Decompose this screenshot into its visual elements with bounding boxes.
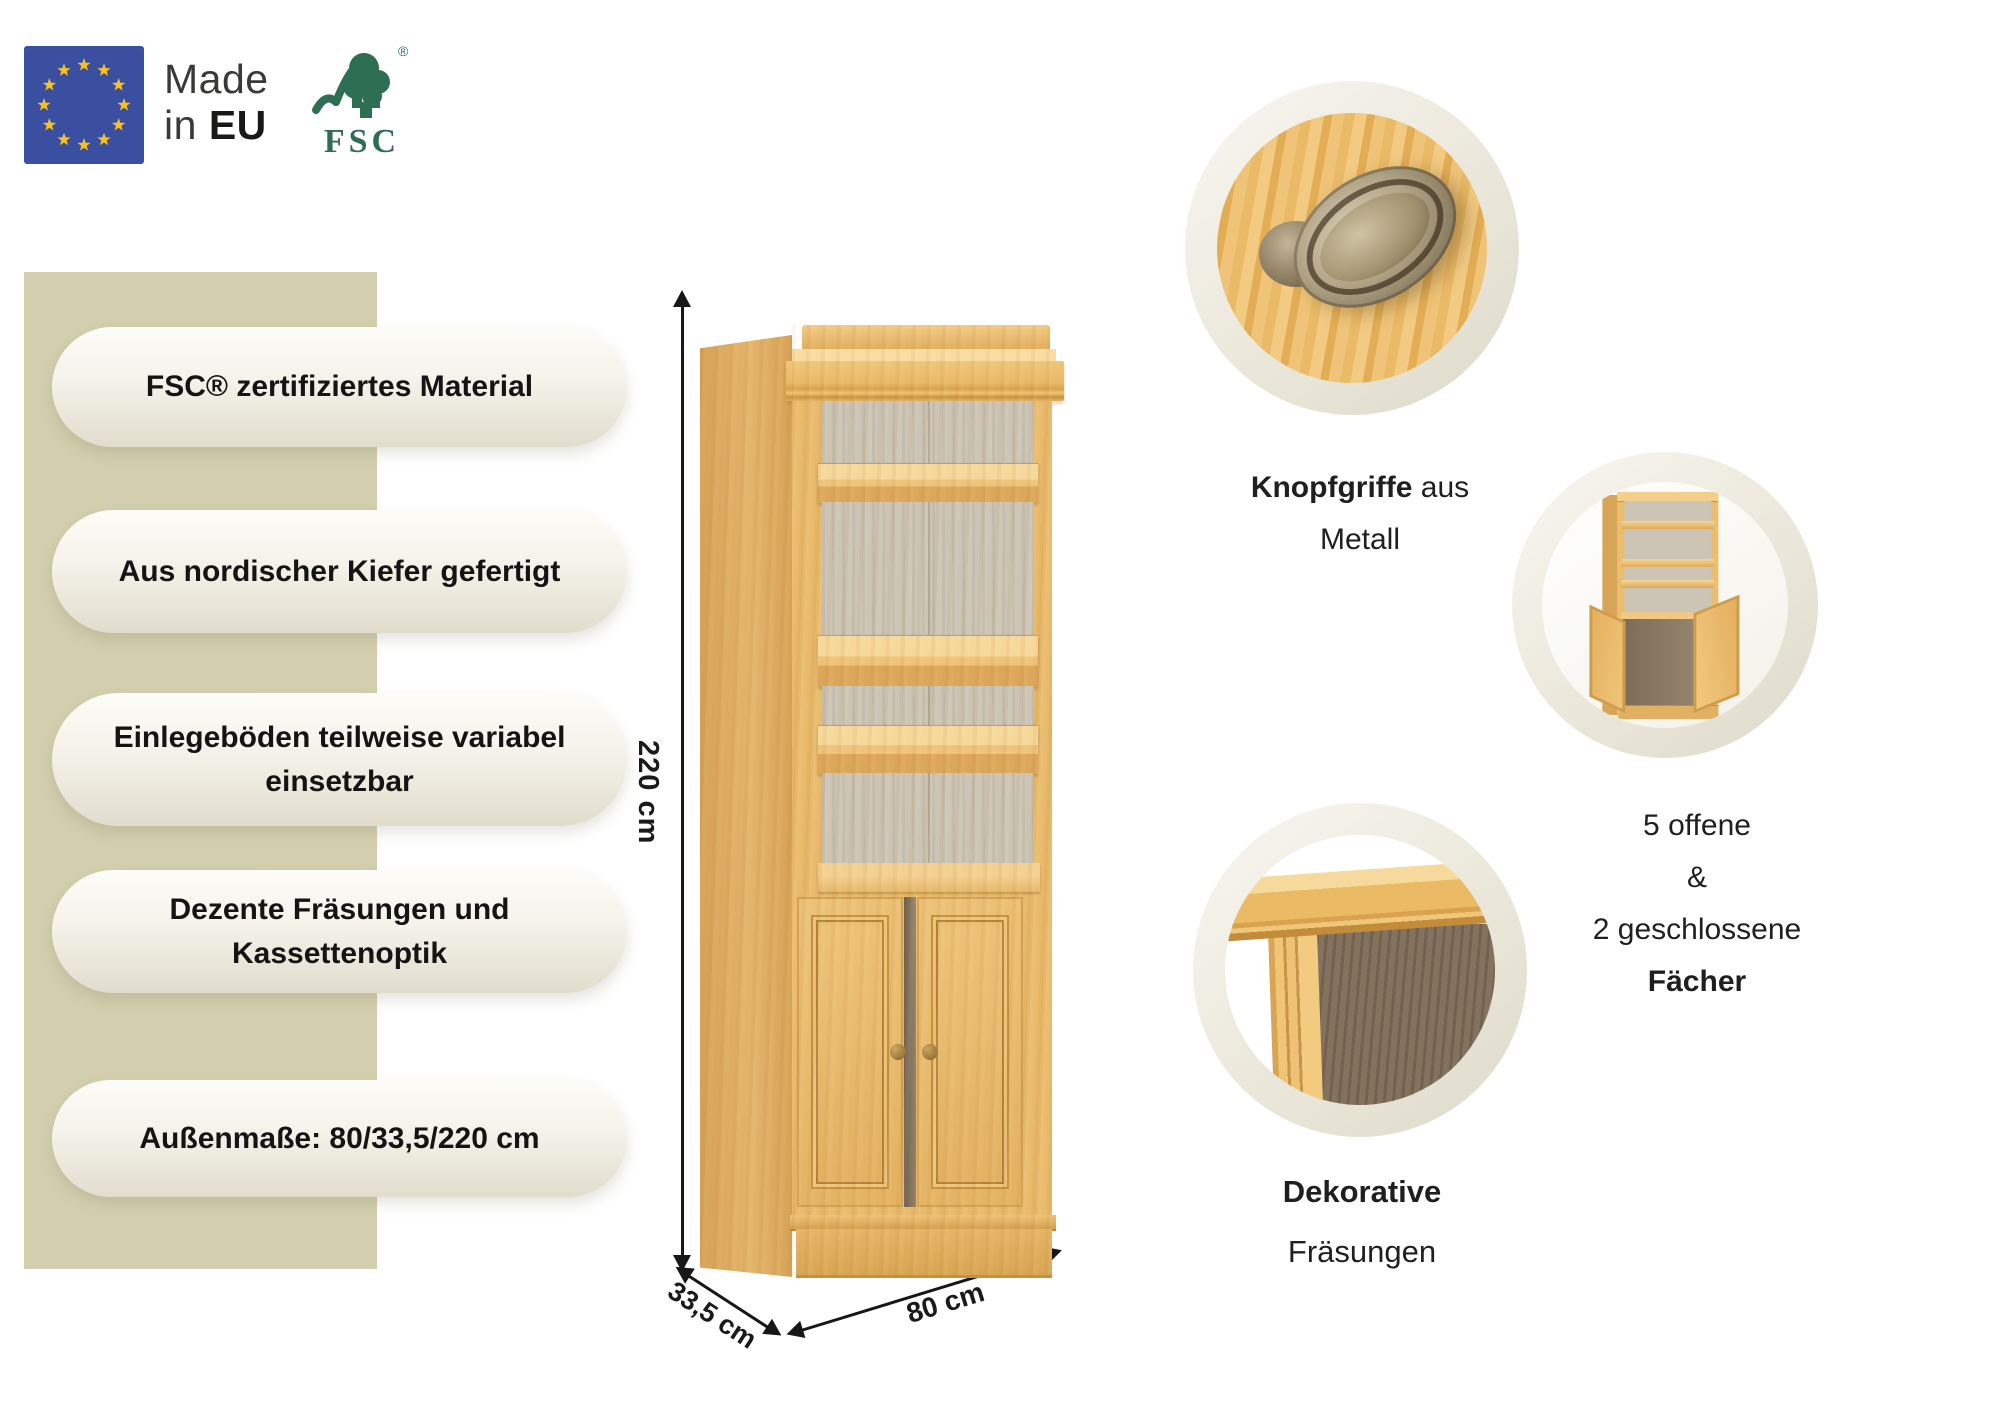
bookcase-top-surface [792,349,1056,362]
feature-pill-kiefer: Aus nordischer Kiefer gefertigt [52,510,627,633]
made-in-line2-prefix: in [164,102,197,148]
milling-back-panel [1316,924,1495,1105]
mini-open-door-left [1589,604,1626,714]
detail-circle-millings [1193,803,1527,1137]
fsc-logo: FSC ® [306,42,410,162]
millings-detail-photo [1225,835,1495,1105]
bookcase-back-panel [822,401,1034,463]
height-dimension-arrow [673,290,691,1272]
door-cassette-panel [811,915,889,1189]
door-knob-icon [890,1044,906,1060]
bookcase-side-panel [700,335,792,1277]
feature-pill-einlegeboeden: Einlegeböden teilweise variabel einsetzb… [52,693,627,826]
feature-pill-line: Kassettenoptik [231,936,448,970]
compartments-line1: 5 offene [1643,809,1751,842]
eu-flag [24,46,144,164]
compartments-line4: Fächer [1647,965,1747,998]
millings-caption: Dekorative Fräsungen [1192,1162,1532,1282]
millings-line2: Fräsungen [1287,1234,1437,1269]
mini-bookcase [1589,492,1740,719]
detail-circle-compartments [1512,452,1818,758]
bookcase-shelf [818,635,1038,687]
bookcase-front [786,325,1064,1278]
detail-circle-knob [1185,81,1519,415]
bookcase-crown-molding [786,361,1064,401]
bookcase-plinth-molding [790,1215,1056,1229]
bookcase-back-panel [822,773,1034,863]
height-dimension-label: 220 cm [632,740,664,845]
millings-line1: Dekorative [1282,1174,1442,1209]
bookcase-back-panel [822,686,1034,725]
bookcase-door-gap [904,897,916,1207]
made-in-eu-text: Made in EU [164,56,269,148]
feature-pill-aussenmasse: Außenmaße: 80/33,5/220 cm [52,1080,627,1197]
compartments-caption: 5 offene & 2 geschlossene Fächer [1527,800,1867,1008]
knob-body [1267,137,1483,337]
knob-caption-line2: Metall [1319,523,1401,556]
feature-pill-line: FSC® zertifiziertes Material [145,370,534,404]
knob-caption-bold: Knopfgriffe [1250,471,1413,504]
feature-pill-material: FSC® zertifiziertes Material [52,327,627,447]
bookcase-door-left [797,897,903,1207]
bookcase-shelf [818,725,1038,774]
bookcase-shelf [818,463,1038,503]
width-dimension-label: 80 cm [902,1276,988,1329]
knob-detail-photo [1217,113,1487,383]
fsc-wordmark: FSC [324,123,400,160]
bookcase-plinth [796,1229,1052,1278]
milling-fluted-stile [1267,912,1324,1105]
feature-pill-line: Dezente Fräsungen und [169,893,510,926]
mini-open-door-right [1693,594,1740,714]
mini-front [1617,492,1719,719]
bookcase-fixed-board [818,863,1040,892]
door-knob-icon [922,1044,938,1060]
feature-pill-line: Einlegeböden teilweise variabel [113,721,566,754]
bookcase-back-panel [822,502,1034,635]
door-cassette-panel [931,915,1009,1189]
bookcase-product-image [700,325,1064,1278]
feature-pill-line: einsetzbar [265,764,414,798]
fsc-registered-icon: ® [398,43,409,59]
compartments-line2: & [1686,861,1707,894]
made-in-line2-bold: EU [208,102,267,148]
compartments-line3: 2 geschlossene [1592,913,1802,946]
feature-pill-line: Aus nordischer Kiefer gefertigt [118,554,561,588]
made-in-line1: Made [164,56,269,102]
feature-pill-line: Außenmaße: 80/33,5/220 cm [139,1121,540,1155]
compartments-detail-photo [1542,482,1788,728]
knob-caption: Knopfgriffe aus Metall [1190,462,1530,566]
bookcase-top-rail [802,325,1050,351]
knob-caption-rest: aus [1420,471,1470,504]
feature-pill-fraesungen: Dezente Fräsungen und Kassettenoptik [52,870,627,993]
